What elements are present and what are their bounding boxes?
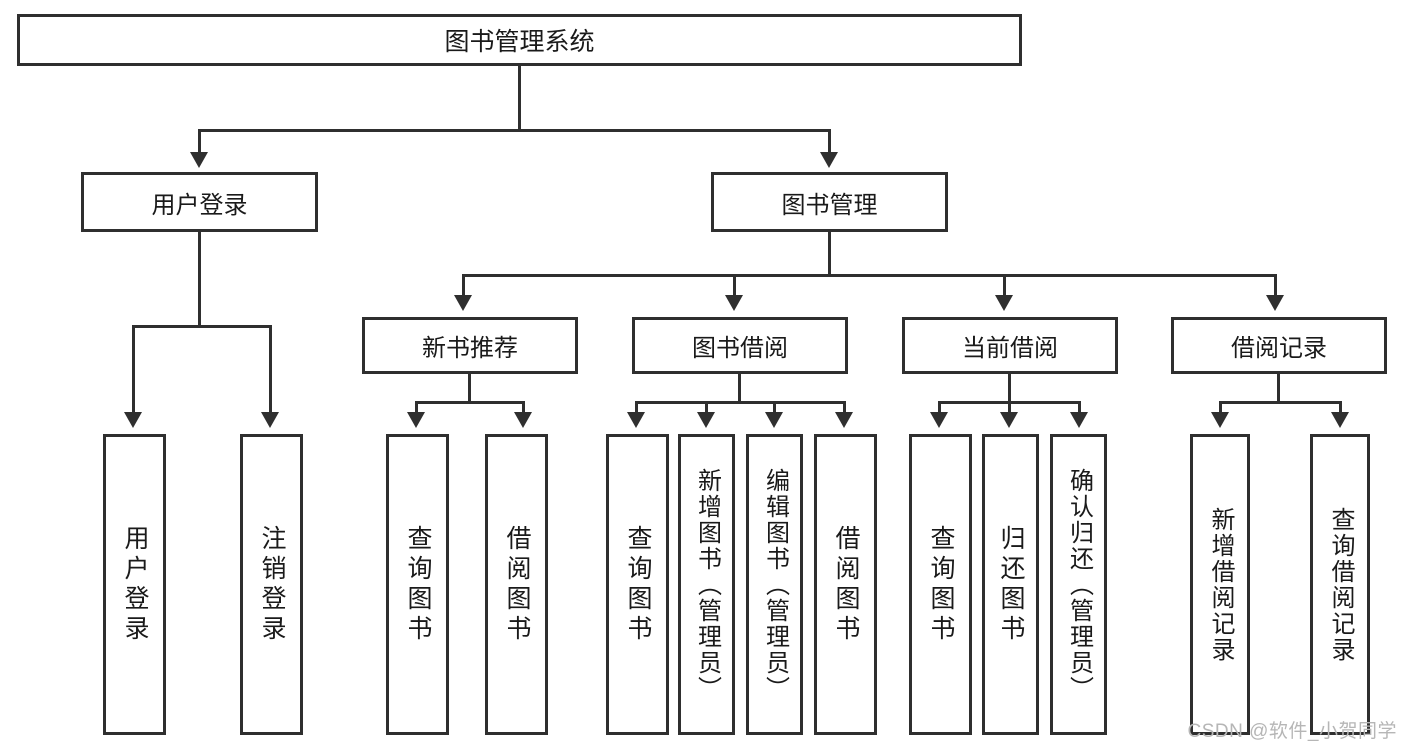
arrow-new-book-leaf-2-icon bbox=[514, 412, 532, 428]
arrow-bb-leaf-4-icon bbox=[835, 412, 853, 428]
node-label: 归还图书 bbox=[997, 524, 1025, 645]
connector-user-login-to-leaf-2 bbox=[269, 325, 272, 415]
node-leaf-logout[interactable]: 注销登录 bbox=[240, 434, 303, 735]
arrow-cb-leaf-3-icon bbox=[1070, 412, 1088, 428]
node-label: 注销登录 bbox=[258, 524, 286, 645]
node-label: 编辑图书（管理员） bbox=[761, 467, 789, 702]
connector-new-book-stem bbox=[468, 374, 471, 404]
node-label: 图书管理 bbox=[781, 191, 878, 219]
node-label: 当前借阅 bbox=[962, 335, 1058, 362]
node-leaf-user-login[interactable]: 用户登录 bbox=[103, 434, 166, 735]
node-leaf-query-book-1[interactable]: 查询图书 bbox=[386, 434, 449, 735]
connector-bb-to-leaf-1 bbox=[635, 401, 638, 415]
connector-root-to-book-management bbox=[828, 129, 831, 154]
connector-user-login-stem bbox=[198, 232, 201, 328]
arrow-user-login-leaf-2-icon bbox=[261, 412, 279, 428]
connector-borrow-record-bus bbox=[1219, 401, 1339, 404]
arrow-cb-leaf-2-icon bbox=[1000, 412, 1018, 428]
connector-bm-to-borrow-record bbox=[1274, 274, 1277, 297]
connector-book-borrow-stem bbox=[738, 374, 741, 404]
arrow-bm-book-borrow-icon bbox=[725, 295, 743, 311]
connector-br-to-leaf-2 bbox=[1339, 401, 1342, 415]
connector-bm-to-current-borrow bbox=[1003, 274, 1006, 297]
node-label: 借阅记录 bbox=[1231, 335, 1327, 362]
connector-book-borrow-bus bbox=[635, 401, 843, 404]
arrow-cb-leaf-1-icon bbox=[930, 412, 948, 428]
connector-new-book-bus bbox=[415, 401, 525, 404]
node-label: 借阅图书 bbox=[832, 524, 860, 645]
node-leaf-borrow-book-1[interactable]: 借阅图书 bbox=[485, 434, 548, 735]
connector-bb-to-leaf-3 bbox=[773, 401, 776, 415]
arrow-bb-leaf-3-icon bbox=[765, 412, 783, 428]
arrow-br-leaf-2-icon bbox=[1331, 412, 1349, 428]
node-root-book-management-system[interactable]: 图书管理系统 bbox=[17, 14, 1022, 66]
node-new-book-recommend[interactable]: 新书推荐 bbox=[362, 317, 578, 374]
arrow-bb-leaf-2-icon bbox=[697, 412, 715, 428]
node-label: 新增借阅记录 bbox=[1207, 506, 1234, 663]
node-label: 查询图书 bbox=[404, 524, 432, 645]
connector-root-stem bbox=[518, 66, 521, 131]
arrow-br-leaf-1-icon bbox=[1211, 412, 1229, 428]
arrow-bm-new-book-icon bbox=[454, 295, 472, 311]
node-book-management[interactable]: 图书管理 bbox=[711, 172, 948, 232]
node-label: 新书推荐 bbox=[422, 335, 518, 362]
connector-cb-to-leaf-2 bbox=[1008, 401, 1011, 415]
node-user-login[interactable]: 用户登录 bbox=[81, 172, 318, 232]
connector-cb-to-leaf-1 bbox=[938, 401, 941, 415]
node-leaf-query-book-3[interactable]: 查询图书 bbox=[909, 434, 972, 735]
connector-current-borrow-stem bbox=[1008, 374, 1011, 404]
connector-root-to-user-login bbox=[198, 129, 201, 154]
connector-new-book-to-leaf-2 bbox=[522, 401, 525, 415]
arrow-bm-current-borrow-icon bbox=[995, 295, 1013, 311]
node-leaf-query-record[interactable]: 查询借阅记录 bbox=[1310, 434, 1370, 735]
node-leaf-add-book[interactable]: 新增图书（管理员） bbox=[678, 434, 735, 735]
connector-bb-to-leaf-4 bbox=[843, 401, 846, 415]
arrow-bm-borrow-record-icon bbox=[1266, 295, 1284, 311]
connector-root-bus bbox=[198, 129, 831, 132]
connector-book-management-stem bbox=[828, 232, 831, 277]
node-book-borrow[interactable]: 图书借阅 bbox=[632, 317, 848, 374]
arrow-new-book-leaf-1-icon bbox=[407, 412, 425, 428]
arrow-user-login-leaf-1-icon bbox=[124, 412, 142, 428]
node-label: 用户登录 bbox=[121, 524, 149, 645]
connector-borrow-record-stem bbox=[1277, 374, 1280, 404]
connector-bm-to-new-book bbox=[462, 274, 465, 297]
node-borrow-record[interactable]: 借阅记录 bbox=[1171, 317, 1387, 374]
node-leaf-confirm-return[interactable]: 确认归还（管理员） bbox=[1050, 434, 1107, 735]
node-label: 图书管理系统 bbox=[444, 28, 595, 56]
connector-user-login-to-leaf-1 bbox=[132, 325, 135, 415]
arrow-bb-leaf-1-icon bbox=[627, 412, 645, 428]
connector-br-to-leaf-1 bbox=[1219, 401, 1222, 415]
node-leaf-borrow-book-2[interactable]: 借阅图书 bbox=[814, 434, 877, 735]
node-leaf-query-book-2[interactable]: 查询图书 bbox=[606, 434, 669, 735]
connector-book-management-bus bbox=[462, 274, 1277, 277]
connector-new-book-to-leaf-1 bbox=[415, 401, 418, 415]
node-label: 借阅图书 bbox=[503, 524, 531, 645]
node-label: 查询图书 bbox=[624, 524, 652, 645]
node-label: 用户登录 bbox=[151, 191, 248, 219]
connector-bm-to-book-borrow bbox=[733, 274, 736, 297]
connector-cb-to-leaf-3 bbox=[1078, 401, 1081, 415]
arrow-root-to-user-login-icon bbox=[190, 152, 208, 168]
node-label: 确认归还（管理员） bbox=[1065, 467, 1093, 702]
node-label: 图书借阅 bbox=[692, 335, 788, 362]
node-leaf-return-book[interactable]: 归还图书 bbox=[982, 434, 1039, 735]
node-label: 查询图书 bbox=[927, 524, 955, 645]
connector-user-login-bus bbox=[132, 325, 272, 328]
node-leaf-edit-book[interactable]: 编辑图书（管理员） bbox=[746, 434, 803, 735]
node-label: 查询借阅记录 bbox=[1327, 506, 1354, 663]
node-current-borrow[interactable]: 当前借阅 bbox=[902, 317, 1118, 374]
node-leaf-add-record[interactable]: 新增借阅记录 bbox=[1190, 434, 1250, 735]
arrow-root-to-book-management-icon bbox=[820, 152, 838, 168]
node-label: 新增图书（管理员） bbox=[693, 467, 721, 702]
connector-bb-to-leaf-2 bbox=[705, 401, 708, 415]
